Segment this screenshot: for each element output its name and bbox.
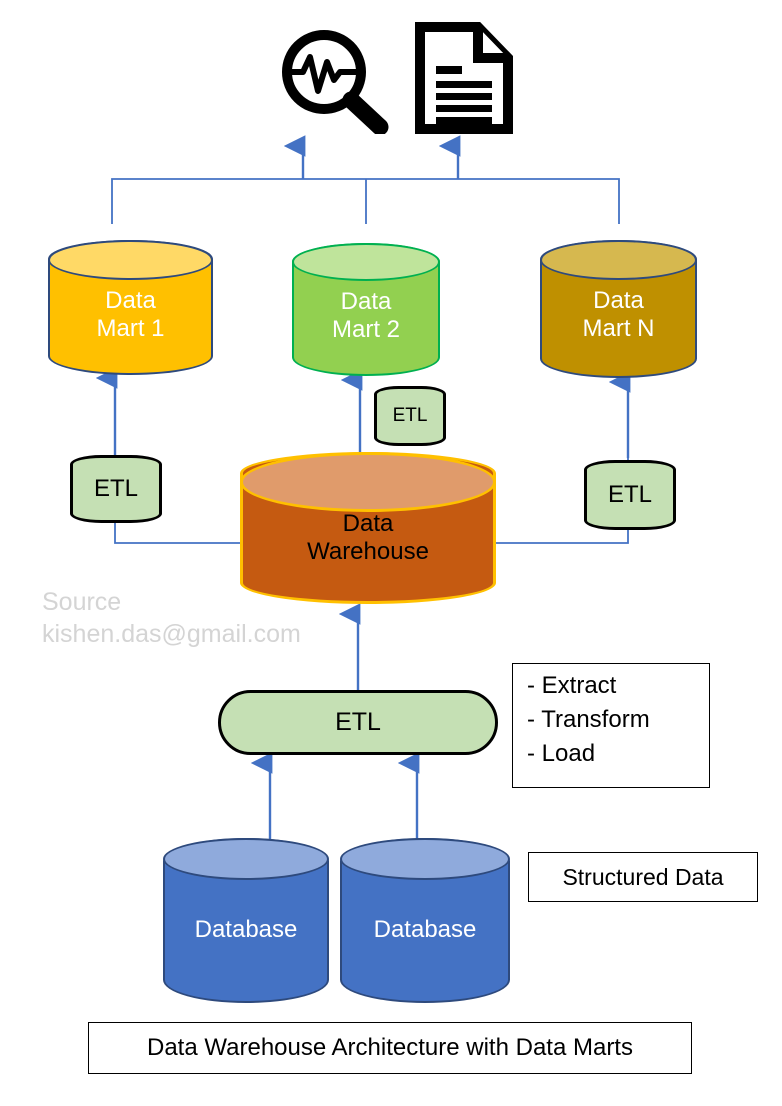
- analytics-magnifier-icon: [272, 24, 392, 134]
- database-2-cylinder[interactable]: Database: [340, 838, 510, 1003]
- data-mart-1-top: [48, 240, 213, 280]
- main-etl-label: ETL: [335, 708, 381, 736]
- main-etl-pill[interactable]: ETL: [218, 690, 498, 755]
- data-warehouse-top: [240, 452, 496, 512]
- source-watermark: Source kishen.das@gmail.com: [42, 588, 301, 648]
- etl-legend-line-load: - Load: [527, 740, 596, 767]
- etl-mart-1-label: ETL: [93, 475, 138, 502]
- etl-mart-2-label: ETL: [392, 405, 428, 426]
- etl-mart-n-box[interactable]: ETL: [584, 460, 676, 530]
- data-mart-2-top: [292, 243, 440, 281]
- data-mart-n-cylinder[interactable]: Data Mart N: [540, 240, 697, 378]
- etl-mart-n-label: ETL: [607, 481, 652, 508]
- diagram-title: Data Warehouse Architecture with Data Ma…: [147, 1034, 633, 1061]
- data-mart-n-label: Data Mart N: [582, 287, 655, 343]
- etl-mart-2-box[interactable]: ETL: [374, 386, 446, 446]
- structured-data-badge: Structured Data: [528, 852, 758, 902]
- etl-mart-1-box[interactable]: ETL: [70, 455, 162, 523]
- database-2-label: Database: [373, 916, 477, 943]
- diagram-title-box: Data Warehouse Architecture with Data Ma…: [88, 1022, 692, 1074]
- data-mart-2-label: Data Mart 2: [331, 288, 400, 344]
- etl-legend-line-extract: - Extract: [527, 672, 617, 699]
- database-1-label: Database: [194, 916, 298, 943]
- database-1-cylinder[interactable]: Database: [163, 838, 329, 1003]
- data-mart-1-label: Data Mart 1: [96, 287, 165, 343]
- data-mart-n-top: [540, 240, 697, 280]
- structured-data-label: Structured Data: [562, 863, 724, 890]
- report-document-icon: [414, 22, 514, 134]
- data-warehouse-label: Data Warehouse: [307, 510, 429, 566]
- etl-legend-line-transform: - Transform: [527, 706, 650, 733]
- etl-legend-box: - Extract - Transform - Load: [512, 663, 710, 788]
- data-warehouse-cylinder[interactable]: Data Warehouse: [240, 452, 496, 604]
- database-1-top: [163, 838, 329, 880]
- data-mart-1-cylinder[interactable]: Data Mart 1: [48, 240, 213, 375]
- database-2-top: [340, 838, 510, 880]
- data-mart-2-cylinder[interactable]: Data Mart 2: [292, 243, 440, 376]
